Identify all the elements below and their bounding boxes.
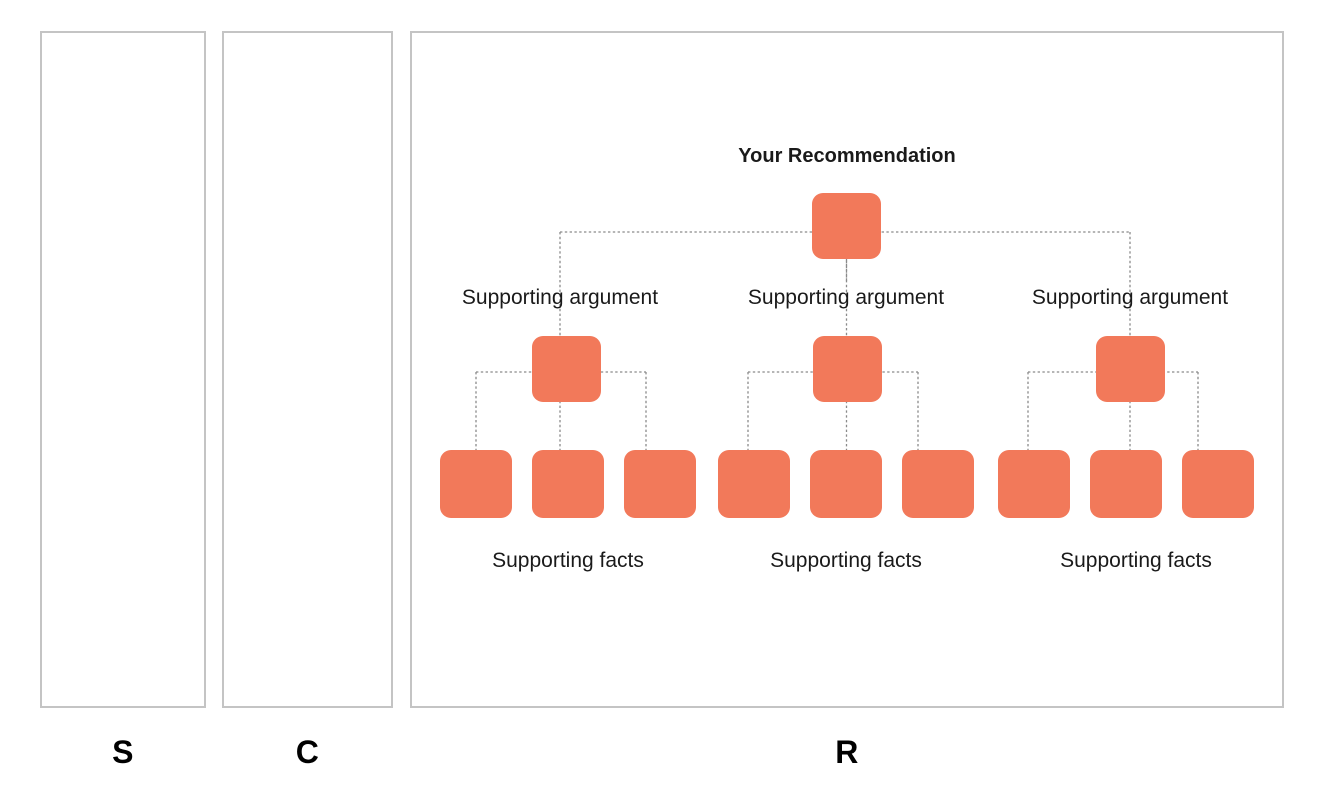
- leaf-label-1: Supporting facts: [492, 549, 644, 572]
- leaf-node[interactable]: [1182, 450, 1254, 518]
- branch-label-2: Supporting argument: [747, 286, 945, 309]
- panel-letter-r: R: [835, 734, 859, 770]
- leaf-node[interactable]: [902, 450, 974, 518]
- root-node[interactable]: [812, 193, 881, 259]
- leaf-node[interactable]: [718, 450, 790, 518]
- root-label: Your Recommendation: [738, 145, 956, 167]
- branch-node-3[interactable]: [1096, 336, 1165, 402]
- branch-node-2[interactable]: [813, 336, 882, 402]
- panel-complication[interactable]: [222, 31, 393, 708]
- leaf-node[interactable]: [998, 450, 1070, 518]
- leaf-label-3: Supporting facts: [1060, 549, 1212, 572]
- panel-situation[interactable]: [40, 31, 206, 708]
- branch-node-1[interactable]: [532, 336, 601, 402]
- leaf-node[interactable]: [810, 450, 882, 518]
- panel-letter-c: C: [295, 734, 320, 770]
- branch-label-3: Supporting argument: [1031, 286, 1229, 309]
- leaf-label-2: Supporting facts: [770, 549, 922, 572]
- leaf-node[interactable]: [532, 450, 604, 518]
- panel-letter-s: S: [112, 734, 134, 770]
- leaf-node[interactable]: [440, 450, 512, 518]
- branch-label-1: Supporting argument: [461, 286, 659, 309]
- recommendation-tree: Your Recommendation Supporting argument …: [410, 31, 1284, 708]
- leaf-node[interactable]: [1090, 450, 1162, 518]
- leaf-node[interactable]: [624, 450, 696, 518]
